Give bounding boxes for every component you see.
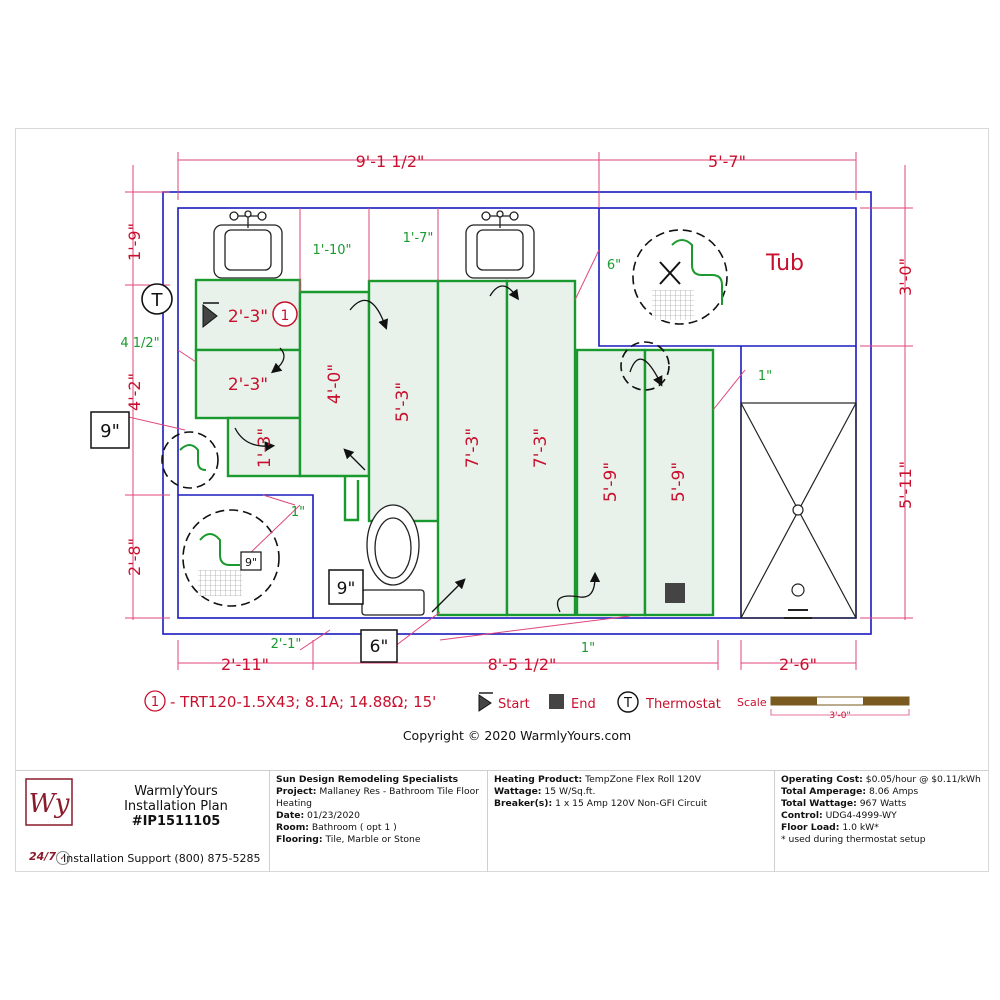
total-wattage: 967 Watts: [859, 798, 907, 809]
mesh-details: [179, 239, 723, 596]
floor-load: 1.0 kW*: [842, 822, 879, 833]
plan-title: WarmlyYours Installation Plan: [124, 784, 228, 814]
dimension-lines: [119, 152, 913, 670]
gap-1-7: 1'-7": [403, 231, 434, 246]
gap-1-10: 1'-10": [312, 243, 351, 258]
scale-label: Scale: [737, 696, 767, 709]
scale-value: 3'-0": [829, 711, 850, 721]
dim-left-top: 1'-9": [125, 223, 144, 261]
dim-right-bottom: 5'-11": [896, 461, 915, 509]
warmlyyours-logo-icon: Wy: [25, 778, 73, 826]
box-9-left: 9": [100, 421, 120, 442]
strip-label-9: 5'-9": [669, 462, 689, 502]
scissors-icon: [659, 261, 681, 285]
legend-thermostat-letter: T: [623, 696, 632, 711]
sink-right: [465, 210, 535, 279]
company-name: Sun Design Remodeling Specialists: [276, 774, 459, 785]
strip-label-2: 2'-3": [228, 375, 268, 395]
legend-start-label: Start: [498, 697, 530, 712]
dim-bottom-right: 2'-6": [779, 655, 817, 674]
strip-label-5: 5'-3": [393, 382, 413, 422]
dim-bottom-mid: 8'-5 1/2": [488, 655, 557, 674]
end-marker: [665, 583, 685, 603]
heating-product: TempZone Flex Roll 120V: [585, 774, 702, 785]
box-9-inner: 9": [245, 556, 257, 569]
flooring-type: Tile, Marble or Stone: [325, 834, 421, 845]
title-block-product-cell: Heating Product: TempZone Flex Roll 120V…: [487, 770, 774, 872]
plan-id: #IP1511105: [131, 814, 221, 829]
strip-label-4: 4'-0": [325, 364, 345, 404]
thermostat-symbol: [141, 283, 173, 315]
gap-1-left: 1": [291, 505, 305, 520]
strip-label-7: 7'-3": [531, 428, 551, 468]
start-marker: [202, 303, 218, 329]
gap-texts: 1'-10" 1'-7" 6" 4 1/2" 1" 1" 2'-1" 1": [120, 231, 772, 656]
legend: 1 - TRT120-1.5X43; 8.1A; 14.88Ω; 15' Sta…: [144, 690, 910, 721]
dim-top-right: 5'-7": [708, 152, 746, 171]
shower: [740, 402, 857, 619]
gap-4-half: 4 1/2": [120, 336, 159, 351]
legend-end-icon: [549, 694, 564, 709]
svg-text:Wy: Wy: [29, 789, 70, 819]
boxed-labels: 9" 9" 9" 6": [90, 411, 398, 663]
legend-thermostat-label: Thermostat: [645, 697, 721, 712]
gap-2-1: 2'-1": [271, 637, 302, 652]
strip-labels: 2'-3" 2'-3" 1'-3" 4'-0" 5'-3" 7'-3" 7'-3…: [228, 307, 689, 502]
detail-circles: [161, 229, 728, 607]
breaker: 1 x 15 Amp 120V Non-GFI Circuit: [555, 798, 708, 809]
total-amperage: 8.06 Amps: [868, 786, 919, 797]
project-name: Mallaney Res - Bathroom Tile Floor Heati…: [276, 786, 480, 809]
wattage: 15 W/Sq.ft.: [544, 786, 596, 797]
gap-1-right: 1": [758, 369, 772, 384]
plan-date: 01/23/2020: [307, 810, 361, 821]
box-6: 6": [370, 637, 389, 657]
room-name: Bathroom ( opt 1 ): [311, 822, 397, 833]
gap-6: 6": [607, 258, 621, 273]
dim-left-mid: 4'-2": [125, 373, 144, 411]
legend-item-text: - TRT120-1.5X43; 8.1A; 14.88Ω; 15': [170, 693, 436, 711]
strip-label-8: 5'-9": [601, 462, 621, 502]
legend-item-number: 1: [151, 695, 159, 710]
dim-left-bottom: 2'-8": [125, 538, 144, 576]
title-block-divider: [15, 770, 989, 771]
dim-bottom-left: 2'-11": [221, 655, 269, 674]
box-9-toilet: 9": [337, 579, 356, 599]
legend-start-icon: [478, 694, 492, 712]
strip-label-1: 2'-3": [228, 307, 268, 327]
circuit-number-circle: [272, 301, 298, 327]
strip-label-6: 7'-3": [463, 428, 483, 468]
title-block-project-cell: Sun Design Remodeling Specialists Projec…: [269, 770, 487, 872]
legend-end-label: End: [571, 697, 596, 712]
title-block-logo-cell: Wy WarmlyYours Installation Plan #IP1511…: [15, 770, 269, 872]
dim-top-left: 9'-1 1/2": [356, 152, 425, 171]
operating-cost: $0.05/hour @ $0.11/kWh: [865, 774, 981, 785]
sink-left: [213, 210, 283, 279]
dim-right-top: 3'-0": [896, 258, 915, 296]
sheet-border: [15, 128, 989, 872]
strip-label-3: 1'-3": [255, 428, 275, 468]
circuit-number: 1: [281, 308, 290, 324]
control-model: UDG4-4999-WY: [825, 810, 897, 821]
toilet: [361, 504, 425, 616]
dimension-texts: 9'-1 1/2" 5'-7" 1'-9" 4'-2" 2'-8" 3'-0" …: [125, 152, 915, 674]
support-phone: Installation Support (800) 875-5285: [63, 852, 261, 865]
copyright: Copyright © 2020 WarmlyYours.com: [402, 728, 632, 743]
gap-1-bottom: 1": [581, 641, 595, 656]
title-block-specs-cell: Operating Cost: $0.05/hour @ $0.11/kWh T…: [774, 770, 989, 872]
support-badge: 24/7✓: [29, 850, 70, 865]
check-icon: ✓: [55, 851, 70, 865]
thermostat-letter: T: [151, 290, 164, 311]
tub-label: Tub: [765, 251, 804, 276]
footnote: * used during thermostat setup: [781, 834, 926, 845]
flow-arrows: [234, 285, 663, 613]
